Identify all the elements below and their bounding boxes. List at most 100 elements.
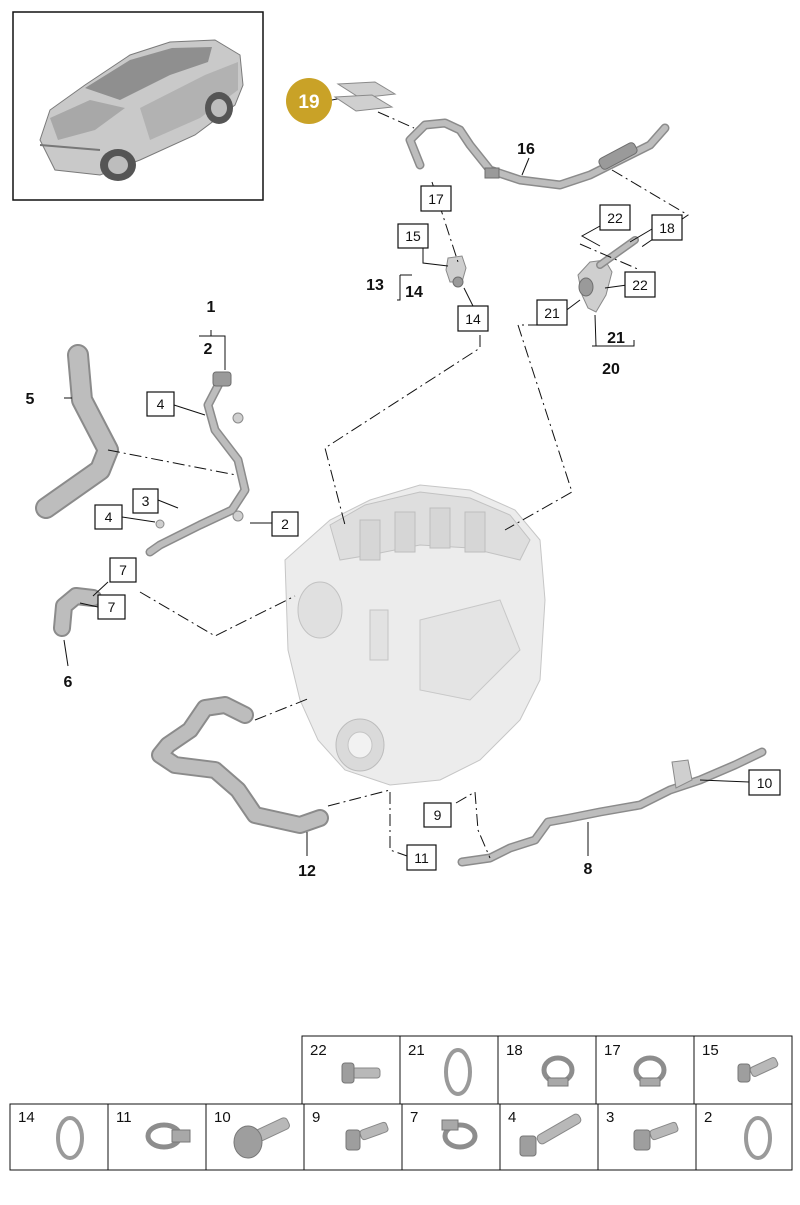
callout-label: 22 (607, 210, 623, 226)
callout-box-14[interactable]: 14 (457, 305, 489, 332)
callout-20: 20 (602, 361, 620, 378)
hw-cell-label: 17 (604, 1042, 621, 1059)
callout-box-3[interactable]: 3 (132, 488, 159, 514)
hw-cell-11[interactable]: 11 (107, 1103, 207, 1171)
hw-cell-10[interactable]: 10 (205, 1103, 305, 1171)
callout-label: 2 (281, 516, 289, 532)
callout-16: 16 (517, 141, 535, 158)
callout-box-9[interactable]: 9 (423, 802, 452, 828)
callout-2: 2 (204, 341, 213, 358)
hose-clamp-icon (541, 1055, 575, 1087)
hw-cell-label: 15 (702, 1042, 719, 1059)
callout-box-21[interactable]: 21 (536, 299, 568, 326)
part-8-pipe (457, 747, 767, 867)
callout-box-7-upper[interactable]: 7 (109, 557, 137, 583)
flange-bolt-icon (233, 1117, 290, 1159)
callout-label: 4 (105, 509, 113, 525)
highlight-callout-19[interactable]: 19 (286, 78, 348, 124)
hw-cell-label: 22 (310, 1042, 327, 1059)
callout-label: 9 (434, 807, 442, 823)
hw-cell-label: 18 (506, 1042, 523, 1059)
hw-cell-label: 7 (410, 1109, 418, 1126)
callout-box-22-upper[interactable]: 22 (599, 204, 631, 231)
bolt-icon (341, 1062, 381, 1084)
hw-cell-label: 14 (18, 1109, 35, 1126)
hw-cell-15[interactable]: 15 (693, 1035, 793, 1105)
part-16-pipe (405, 118, 670, 190)
part-6-hose (53, 587, 102, 637)
bolt-icon (345, 1121, 389, 1151)
callout-label: 7 (119, 562, 127, 578)
callout-label: 15 (405, 228, 421, 244)
hw-cell-4[interactable]: 4 (499, 1103, 599, 1171)
callout-label: 7 (108, 599, 116, 615)
hw-cell-18[interactable]: 18 (497, 1035, 597, 1105)
long-bolt-icon (519, 1113, 582, 1157)
part-20-housing (577, 236, 639, 313)
hw-cell-3[interactable]: 3 (597, 1103, 697, 1171)
callout-box-11[interactable]: 11 (406, 844, 437, 871)
hw-cell-label: 4 (508, 1109, 516, 1126)
seal-ring-icon (56, 1116, 84, 1160)
hw-cell-label: 21 (408, 1042, 425, 1059)
highlight-label: 19 (298, 92, 319, 113)
callout-box-18[interactable]: 18 (651, 214, 683, 241)
parts-13-15-fitting (445, 255, 467, 288)
callout-box-15[interactable]: 15 (397, 223, 429, 249)
hw-cell-label: 2 (704, 1109, 712, 1126)
callout-5: 5 (26, 391, 35, 408)
part-19-gasket (333, 81, 415, 129)
callout-label: 18 (659, 220, 675, 236)
callout-label: 11 (414, 850, 429, 866)
hw-cell-label: 11 (116, 1109, 132, 1126)
hose-clamp-icon (633, 1055, 667, 1087)
hardware-table: 22 21 18 17 (9, 1035, 793, 1171)
part-12-hose (151, 696, 329, 834)
hw-cell-14[interactable]: 14 (9, 1103, 109, 1171)
hw-cell-label: 3 (606, 1109, 614, 1126)
leader-lines (63, 157, 750, 856)
suv-icon (39, 39, 244, 181)
callout-8: 8 (584, 861, 593, 878)
callout-box-22-lower[interactable]: 22 (624, 271, 656, 298)
callout-label: 3 (142, 493, 150, 509)
phantom-lines (107, 169, 689, 859)
hw-cell-label: 10 (214, 1109, 231, 1126)
part-5-hose (35, 344, 119, 519)
callout-box-2-side[interactable]: 2 (271, 511, 299, 537)
hw-cell-2[interactable]: 2 (695, 1103, 793, 1171)
bolt-icon (633, 1121, 679, 1151)
hw-cell-22[interactable]: 22 (301, 1035, 401, 1105)
bolt-icon (737, 1057, 779, 1083)
callout-21: 21 (607, 330, 625, 347)
callout-1: 1 (207, 299, 216, 316)
callout-label: 17 (428, 191, 444, 207)
callout-label: 10 (757, 775, 773, 791)
hw-cell-17[interactable]: 17 (595, 1035, 695, 1105)
hose-clamp-icon (441, 1119, 478, 1150)
hw-cell-21[interactable]: 21 (399, 1035, 499, 1105)
callout-box-4-lower[interactable]: 4 (94, 504, 123, 530)
callout-label: 22 (632, 277, 648, 293)
vehicle-thumbnail (12, 11, 264, 201)
callout-12: 12 (298, 863, 316, 880)
part-1-pipe (145, 371, 250, 557)
hw-cell-7[interactable]: 7 (401, 1103, 501, 1171)
callout-13: 13 (366, 277, 384, 294)
hw-cell-label: 9 (312, 1109, 320, 1126)
hw-cell-9[interactable]: 9 (303, 1103, 403, 1171)
seal-ring-icon (444, 1048, 472, 1096)
callout-label: 21 (544, 305, 560, 321)
callout-box-17[interactable]: 17 (420, 185, 452, 212)
engine-block (284, 484, 546, 786)
hose-clamp-icon (145, 1122, 191, 1150)
callout-14: 14 (405, 284, 423, 301)
callout-box-7-lower[interactable]: 7 (97, 594, 126, 620)
callout-box-4-upper[interactable]: 4 (146, 391, 175, 417)
callout-label: 14 (465, 311, 481, 327)
callout-box-10[interactable]: 10 (748, 769, 781, 796)
seal-ring-icon (744, 1116, 772, 1160)
callout-label: 4 (157, 396, 165, 412)
callout-6: 6 (64, 674, 73, 691)
